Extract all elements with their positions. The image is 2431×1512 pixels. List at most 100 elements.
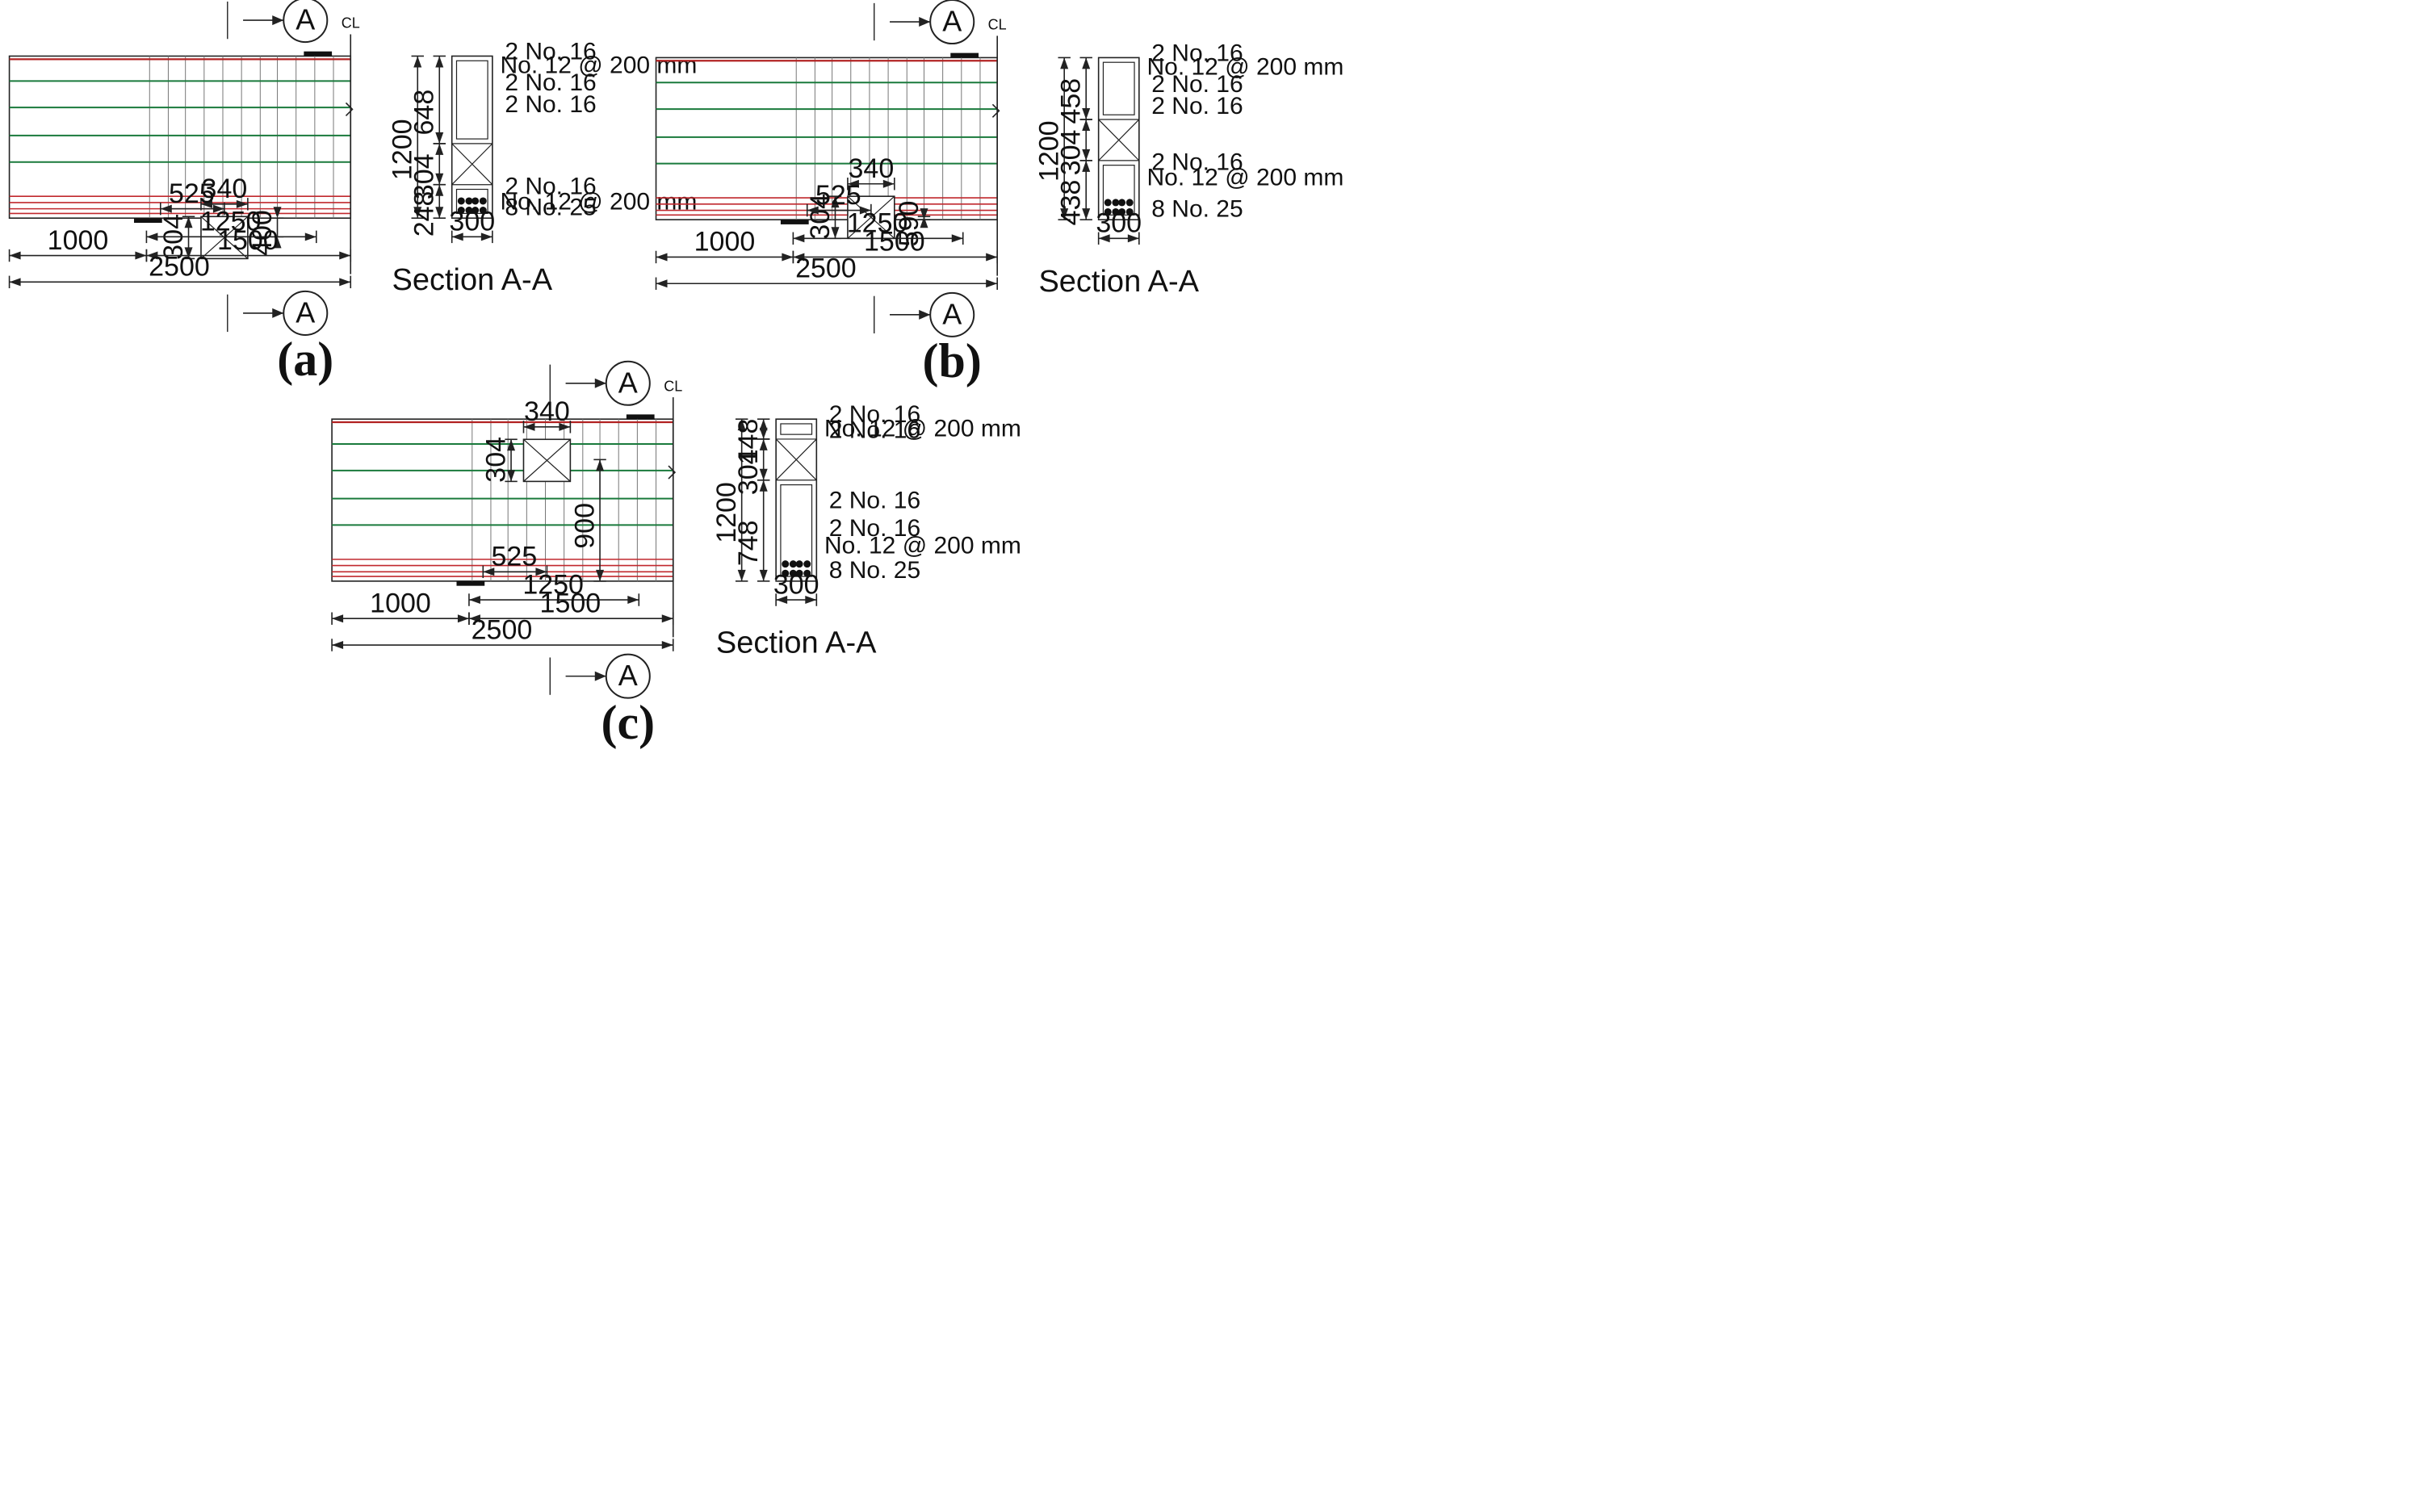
rebar-label-1: No. 12 @ 200 mm <box>501 52 698 79</box>
section-marker-circle <box>605 360 651 406</box>
overall-span-dim-arrow-a <box>332 641 344 650</box>
section-bar-no25-6 <box>795 569 803 577</box>
section-marker-letter: A <box>942 297 962 330</box>
break-symbol <box>991 103 1000 118</box>
opening-width-dim-arrow-b <box>236 199 248 208</box>
section-bar-no25-4 <box>782 569 790 577</box>
right-span-dim-arrow-a <box>146 251 158 260</box>
clear-span-dim-arrow-b <box>627 596 639 605</box>
section-bar-no25-6 <box>472 207 480 215</box>
section-bar-no25-7 <box>479 207 487 215</box>
rebar-label-2: 2 No. 16 <box>1151 71 1243 98</box>
section-opening-diag-b <box>451 143 493 186</box>
section-outline <box>1097 57 1140 220</box>
section-seg3-dim-arrow-a <box>1082 160 1091 172</box>
opening-elevation-label: 900 <box>569 503 600 549</box>
left-span-dim-arrow-a <box>332 614 344 623</box>
section-bar-no25-2 <box>795 560 803 568</box>
section-width-dim-arrow-a <box>1098 234 1110 243</box>
centerline-label: CL <box>342 15 360 31</box>
opening-position-dim-arrow-a <box>160 204 172 213</box>
section-seg3-dim-arrow-b <box>435 207 444 219</box>
section-seg1-label: 148 <box>733 419 764 465</box>
section-bar-no25-1 <box>1112 199 1120 207</box>
section-seg2-dim-arrow-a <box>435 143 444 155</box>
section-bar-no25-3 <box>803 560 811 568</box>
section-seg1-label: 458 <box>1055 78 1086 124</box>
section-cut-arrow-icon <box>594 671 606 681</box>
section-seg1-label: 648 <box>409 90 440 136</box>
section-outline <box>775 418 818 582</box>
section-bar-no25-7 <box>803 569 811 577</box>
section-marker-circle <box>283 0 329 44</box>
section-width-label: 300 <box>449 207 495 237</box>
clear-span-dim-arrow-a <box>468 596 480 605</box>
section-bar-no25-5 <box>465 207 473 215</box>
left-span-dim-arrow-b <box>782 253 794 262</box>
section-seg2-label: 304 <box>733 449 764 495</box>
opening-height-dim-arrow-b <box>831 227 840 239</box>
section-seg1-dim-arrow-b <box>759 427 768 439</box>
rebar-label-6: 8 No. 25 <box>1151 195 1243 222</box>
opening-height-dim-arrow-b <box>184 247 193 259</box>
opening-position-dim-arrow-a <box>807 206 819 215</box>
section-bar-no25-4 <box>457 207 465 215</box>
section-cut-arrow-icon <box>272 15 284 26</box>
opening-elevation-label: 400 <box>247 210 278 256</box>
left-span-label: 1000 <box>48 225 109 256</box>
opening-diagonal-b <box>847 195 895 239</box>
opening-position-label: 525 <box>492 542 538 572</box>
clear-span-label: 1250 <box>522 569 584 600</box>
right-span-label: 1500 <box>864 227 925 258</box>
rebar-label-5: No. 12 @ 200 mm <box>824 532 1021 559</box>
section-cut-arrow-icon <box>272 308 284 318</box>
section-seg2-label: 304 <box>409 153 440 199</box>
left-span-dim-arrow-b <box>457 614 469 623</box>
section-height-dim-arrow-b <box>737 569 746 581</box>
section-bar-no25-0 <box>782 560 790 568</box>
section-height-dim-arrow-a <box>737 419 746 431</box>
section-bar-no25-5 <box>789 569 797 577</box>
centerline-label: CL <box>664 378 682 394</box>
section-seg3-label: 438 <box>1055 180 1086 226</box>
right-span-dim-arrow-b <box>986 253 998 262</box>
opening-width-dim-arrow-b <box>559 422 571 431</box>
section-title: Section A-A <box>1038 265 1199 299</box>
left-span-dim-arrow-a <box>656 253 668 262</box>
opening-elevation-dim-arrow-b <box>273 207 282 219</box>
opening-elevation-dim-arrow-a <box>596 459 605 471</box>
section-width-dim-arrow-a <box>451 232 463 241</box>
opening-position-dim-arrow-b <box>859 206 871 215</box>
clear-span-dim-arrow-a <box>793 234 805 243</box>
section-stirrup-lower <box>455 188 488 215</box>
section-cut-arrow-icon <box>919 309 931 320</box>
clear-span-dim-arrow-a <box>146 232 158 241</box>
opening-elevation-dim-arrow-a <box>273 237 282 249</box>
section-seg2-dim-arrow-b <box>435 173 444 185</box>
overall-span-dim-arrow-b <box>661 641 673 650</box>
overall-span-dim-arrow-a <box>656 279 668 288</box>
section-seg3-dim-arrow-b <box>759 569 768 581</box>
opening-width-dim-arrow-b <box>882 179 895 188</box>
section-marker-letter: A <box>618 659 638 692</box>
rebar-label-0: 2 No. 16 <box>829 401 920 428</box>
left-span-dim-arrow-a <box>9 251 21 260</box>
opening-position-label: 525 <box>169 178 215 209</box>
clear-span-dim-arrow-b <box>304 232 316 241</box>
section-marker-circle <box>605 653 651 699</box>
centerline-label: CL <box>988 17 1007 33</box>
right-span-label: 1500 <box>540 588 601 618</box>
section-seg3-dim-arrow-b <box>1082 208 1091 220</box>
opening-elevation-dim-arrow-a <box>920 216 928 228</box>
rebar-label-3: 2 No. 16 <box>1151 93 1243 119</box>
opening-height-label: 304 <box>480 437 511 483</box>
overall-span-label: 2500 <box>149 252 210 283</box>
section-seg2-dim-arrow-b <box>1082 149 1091 161</box>
right-span-dim-arrow-b <box>339 251 351 260</box>
right-span-label: 1500 <box>217 225 279 256</box>
section-cut-arrow-icon <box>919 17 931 27</box>
rebar-label-0: 2 No. 16 <box>505 38 596 65</box>
section-seg1-dim-arrow-a <box>435 56 444 68</box>
section-height-dim-arrow-b <box>1060 208 1069 220</box>
section-stirrup-upper <box>780 423 813 435</box>
